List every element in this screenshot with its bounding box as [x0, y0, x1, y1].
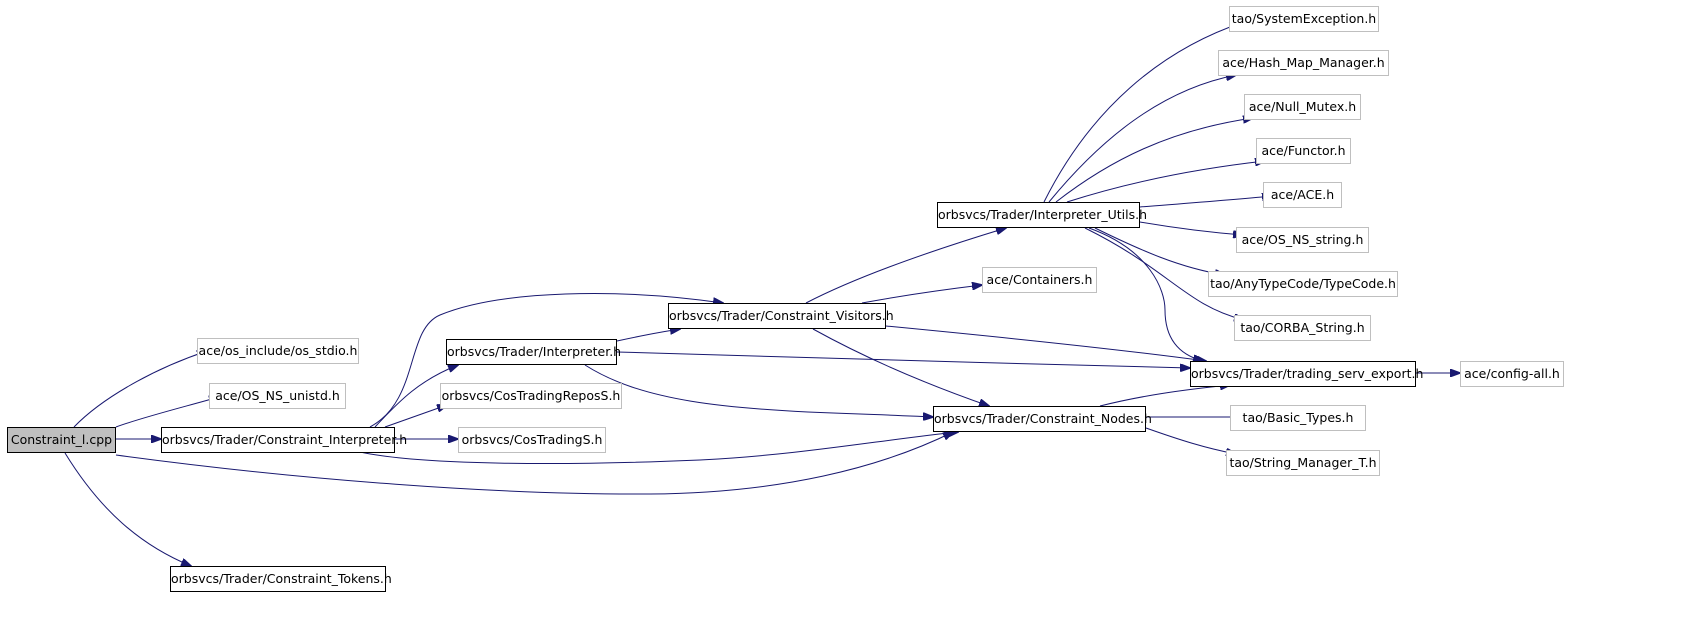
edge-interpreter-utils-to-typecode [1094, 227, 1225, 275]
node-constraint-tokens[interactable]: orbsvcs/Trader/Constraint_Tokens.h [170, 566, 392, 592]
edge-interpreter-to-constraint-nodes [584, 364, 933, 417]
node-constraint-interpreter[interactable]: orbsvcs/Trader/Constraint_Interpreter.h [161, 427, 407, 453]
node-constraint-l-cpp[interactable]: Constraint_l.cpp [7, 427, 116, 453]
node-containers[interactable]: ace/Containers.h [982, 267, 1097, 293]
edge-constraint-visitors-to-trading-serv-export [885, 325, 1206, 361]
node-os-ns-unistd[interactable]: ace/OS_NS_unistd.h [209, 383, 346, 409]
node-functor[interactable]: ace/Functor.h [1256, 138, 1351, 164]
node-interpreter[interactable]: orbsvcs/Trader/Interpreter.h [446, 339, 621, 365]
edge-interpreter-utils-to-os-ns-string [1139, 221, 1243, 235]
edge-constraint-l-cpp-to-os-stdio [73, 351, 207, 428]
node-constraint-visitors[interactable]: orbsvcs/Trader/Constraint_Visitors.h [668, 303, 894, 329]
edge-constraint-nodes-to-trading-serv-export [1099, 385, 1230, 407]
edge-interpreter-utils-to-ace-h [1139, 196, 1272, 208]
edge-interpreter-utils-to-trading-serv-export [1088, 227, 1203, 361]
edge-constraint-visitors-to-containers [861, 285, 982, 304]
node-string-manager-t[interactable]: tao/String_Manager_T.h [1226, 450, 1380, 476]
node-typecode[interactable]: tao/AnyTypeCode/TypeCode.h [1208, 271, 1398, 297]
node-config-all[interactable]: ace/config-all.h [1460, 361, 1564, 387]
node-hash-map-manager[interactable]: ace/Hash_Map_Manager.h [1218, 50, 1389, 76]
edge-constraint-nodes-to-string-manager-t [1145, 427, 1236, 454]
node-os-stdio[interactable]: ace/os_include/os_stdio.h [197, 338, 359, 364]
edge-constraint-interpreter-to-costradingreposs [384, 405, 447, 428]
edge-interpreter-to-constraint-visitors [616, 329, 680, 342]
node-basic-types[interactable]: tao/Basic_Types.h [1230, 405, 1366, 431]
edge-interpreter-utils-to-hash-map-manager [1048, 75, 1236, 203]
node-constraint-nodes[interactable]: orbsvcs/Trader/Constraint_Nodes.h [933, 406, 1152, 432]
node-costradings[interactable]: orbsvcs/CosTradingS.h [458, 427, 606, 453]
edge-constraint-visitors-to-interpreter-utils [805, 228, 1006, 304]
edge-constraint-l-cpp-to-constraint-nodes [115, 432, 953, 495]
edge-constraint-interpreter-to-constraint-nodes [359, 432, 958, 465]
edge-layer [64, 22, 1460, 566]
edge-interpreter-utils-to-corba-string [1084, 227, 1244, 320]
node-trading-serv-export[interactable]: orbsvcs/Trader/trading_serv_export.h [1190, 361, 1423, 387]
node-system-exception[interactable]: tao/SystemException.h [1229, 6, 1379, 32]
edge-constraint-visitors-to-constraint-nodes [812, 328, 989, 406]
edge-interpreter-to-trading-serv-export [616, 351, 1190, 368]
node-corba-string[interactable]: tao/CORBA_String.h [1234, 315, 1371, 341]
node-os-ns-string[interactable]: ace/OS_NS_string.h [1236, 227, 1369, 253]
edge-interpreter-utils-to-functor [1066, 161, 1265, 203]
edge-constraint-l-cpp-to-constraint-tokens [64, 452, 191, 566]
node-costradingreposs[interactable]: orbsvcs/CosTradingReposS.h [440, 383, 622, 409]
node-null-mutex[interactable]: ace/Null_Mutex.h [1244, 94, 1361, 120]
edge-interpreter-utils-to-null-mutex [1055, 118, 1253, 203]
edge-interpreter-utils-to-system-exception [1043, 22, 1244, 203]
node-ace-h[interactable]: ace/ACE.h [1263, 182, 1342, 208]
edge-constraint-interpreter-to-interpreter [374, 365, 458, 428]
edge-constraint-interpreter-to-constraint-visitors [369, 293, 723, 428]
node-interpreter-utils[interactable]: orbsvcs/Trader/Interpreter_Utils.h [937, 202, 1147, 228]
edge-constraint-l-cpp-to-os-ns-unistd [115, 397, 219, 428]
